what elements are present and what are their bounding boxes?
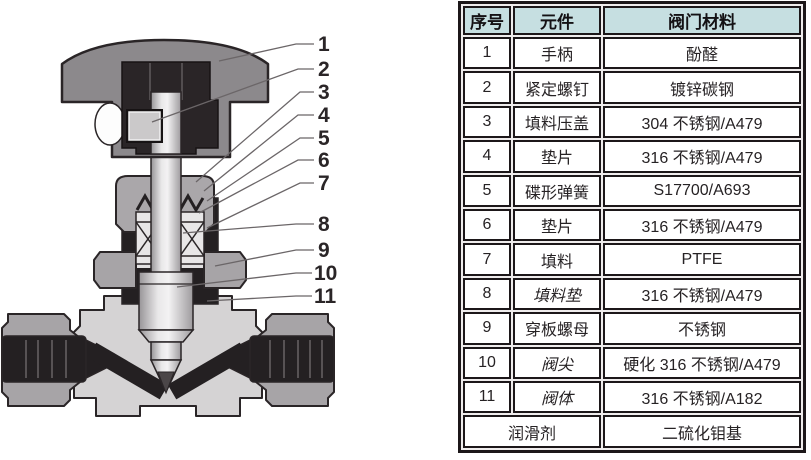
valve-diagram-svg: 1 2 3 4 5 6 7	[1, 33, 337, 417]
row-material: S17700/A693	[603, 174, 801, 208]
table-row: 2 紧定螺钉 镀锌碳钢	[463, 71, 801, 104]
callout-11: 11	[206, 285, 337, 308]
row-part: 填料压盖	[513, 105, 601, 139]
set-screw	[126, 109, 163, 143]
row-part: 穿板螺母	[513, 312, 601, 345]
row-no: 3	[463, 105, 511, 139]
row-no: 8	[463, 277, 511, 311]
row-part: 垫片	[513, 209, 601, 242]
row-part: 紧定螺钉	[513, 71, 601, 104]
row-part: 垫片	[513, 140, 601, 173]
row-material: PTFE	[603, 243, 801, 276]
table-row: 3 填料压盖 304 不锈钢/A479	[463, 105, 801, 139]
row-no: 11	[463, 381, 511, 414]
table-row: 10 阀尖 硬化 316 不锈钢/A479	[463, 346, 801, 380]
row-no: 6	[463, 209, 511, 242]
row-no: 9	[463, 312, 511, 345]
callout-label-11: 11	[314, 285, 337, 308]
table-footer-row: 润滑剂 二硫化钼基	[463, 415, 801, 448]
row-no: 5	[463, 174, 511, 208]
row-no: 1	[463, 37, 511, 70]
callout-7: 7	[206, 172, 330, 229]
callout-label-8: 8	[318, 213, 330, 236]
table-row: 9 穿板螺母 不锈钢	[463, 312, 801, 345]
panel-nut-left	[93, 251, 137, 289]
header-no: 序号	[463, 6, 511, 35]
table-row: 4 垫片 316 不锈钢/A479	[463, 140, 801, 173]
callout-label-5: 5	[318, 127, 330, 150]
row-material: 酚醛	[603, 37, 801, 70]
header-material: 阀门材料	[603, 6, 801, 35]
row-material: 镀锌碳钢	[603, 71, 801, 104]
row-no: 7	[463, 243, 511, 276]
callout-5: 5	[206, 127, 330, 202]
table-row: 5 碟形弹簧 S17700/A693	[463, 174, 801, 208]
callout-3: 3	[195, 81, 330, 183]
callout-label-2: 2	[318, 58, 330, 81]
table-row: 6 垫片 316 不锈钢/A479	[463, 209, 801, 242]
row-material: 不锈钢	[603, 312, 801, 345]
right-tube-fitting	[167, 335, 335, 400]
table-row: 1 手柄 酚醛	[463, 37, 801, 70]
row-material: 316 不锈钢/A479	[603, 209, 801, 242]
header-part: 元件	[513, 6, 601, 35]
row-part: 手柄	[513, 37, 601, 70]
table-row: 11 阀体 316 不锈钢/A182	[463, 381, 801, 414]
row-part: 填料	[513, 243, 601, 276]
callout-8: 8	[182, 213, 330, 236]
callout-2: 2	[151, 58, 330, 123]
row-material: 316 不锈钢/A479	[603, 140, 801, 173]
table-header-row: 序号 元件 阀门材料	[463, 6, 801, 35]
callout-label-3: 3	[318, 81, 330, 104]
row-material: 316 不锈钢/A182	[603, 381, 801, 414]
callout-1: 1	[218, 33, 330, 62]
callouts: 1 2 3 4 5 6 7	[151, 33, 337, 308]
callout-label-10: 10	[314, 262, 337, 285]
handle-notch	[94, 102, 126, 146]
callout-label-6: 6	[318, 149, 330, 172]
callout-9: 9	[214, 239, 330, 267]
row-no: 10	[463, 346, 511, 380]
callout-6: 6	[198, 149, 330, 214]
row-material: 硬化 316 不锈钢/A479	[603, 346, 801, 380]
row-part: 阀尖	[513, 346, 601, 380]
lubricant-label: 润滑剂	[463, 415, 601, 448]
valve-diagram: 1 2 3 4 5 6 7	[1, 33, 337, 417]
row-part: 阀体	[513, 381, 601, 414]
table-row: 8 填料垫 316 不锈钢/A479	[463, 277, 801, 311]
valve-tip	[137, 271, 195, 395]
callout-label-7: 7	[318, 172, 330, 195]
left-tube-fitting	[1, 335, 169, 400]
row-no: 2	[463, 71, 511, 104]
row-part: 碟形弹簧	[513, 174, 601, 208]
callout-4: 4	[203, 104, 330, 192]
table-row: 7 填料 PTFE	[463, 243, 801, 276]
row-material: 304 不锈钢/A479	[603, 105, 801, 139]
callout-label-9: 9	[318, 239, 330, 262]
row-material: 316 不锈钢/A479	[603, 277, 801, 311]
row-no: 4	[463, 140, 511, 173]
lubricant-material: 二硫化钼基	[603, 415, 801, 448]
row-part: 填料垫	[513, 277, 601, 311]
materials-table: 序号 元件 阀门材料 1 手柄 酚醛 2 紧定螺钉 镀锌碳钢 3 填料压盖 30…	[458, 1, 806, 453]
callout-label-4: 4	[318, 104, 330, 127]
callout-10: 10	[176, 262, 337, 288]
callout-label-1: 1	[318, 33, 330, 56]
